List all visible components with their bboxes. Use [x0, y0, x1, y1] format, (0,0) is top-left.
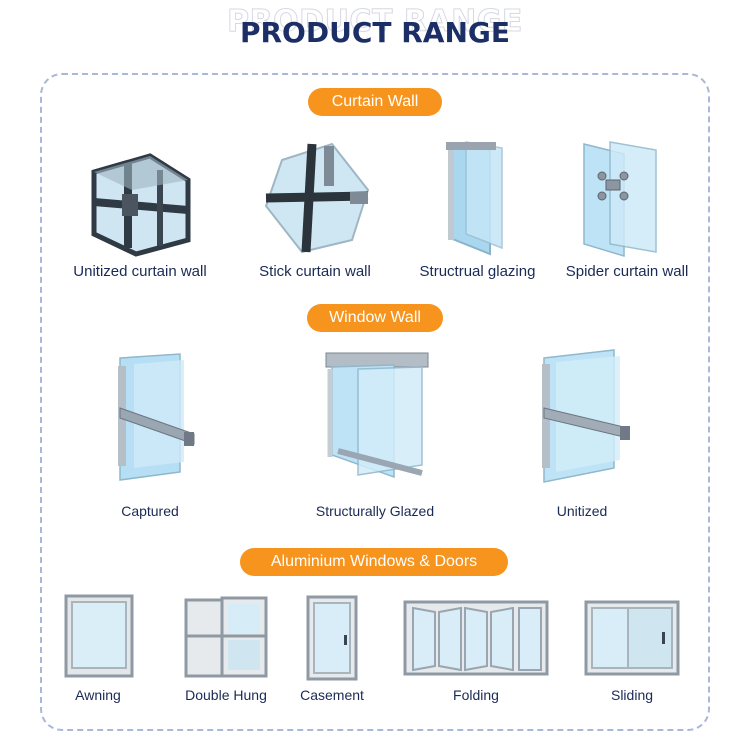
- structurally-glazed-window-wall-image: [325, 352, 429, 479]
- sliding-door-image: [584, 600, 680, 676]
- caption-spider-curtain-wall: Spider curtain wall: [565, 263, 689, 280]
- caption-structural-glazing: Structrual glazing: [419, 263, 536, 280]
- caption-casement: Casement: [300, 687, 364, 703]
- caption-unitized: Unitized: [556, 503, 608, 519]
- page-title: PRODUCT RANGE: [239, 16, 511, 49]
- caption-sliding: Sliding: [610, 687, 654, 703]
- captured-window-wall-image: [118, 353, 195, 481]
- structural-glazing-image: [446, 141, 503, 256]
- unitized-curtain-wall-image: [91, 153, 191, 257]
- double-hung-window-image: [184, 596, 268, 678]
- caption-stick-curtain-wall: Stick curtain wall: [259, 263, 371, 280]
- caption-double-hung: Double Hung: [185, 687, 267, 703]
- caption-structurally-glazed: Structurally Glazed: [315, 503, 435, 519]
- caption-awning: Awning: [75, 687, 121, 703]
- product-range-panel: [40, 73, 710, 731]
- spider-curtain-wall-image: [583, 141, 657, 258]
- caption-captured: Captured: [121, 503, 179, 519]
- casement-window-image: [306, 595, 358, 681]
- section-pill-aluminium-windows-doors: Aluminium Windows & Doors: [240, 548, 508, 576]
- folding-door-image: [403, 600, 549, 676]
- section-pill-curtain-wall: Curtain Wall: [308, 88, 442, 116]
- caption-unitized-curtain-wall: Unitized curtain wall: [73, 263, 207, 280]
- section-pill-window-wall: Window Wall: [307, 304, 443, 332]
- page-title-shadow: PRODUCT RANGE: [227, 4, 523, 40]
- caption-folding: Folding: [453, 687, 499, 703]
- stick-curtain-wall-image: [264, 142, 370, 254]
- unitized-window-wall-image: [542, 349, 630, 483]
- awning-window-image: [64, 594, 134, 678]
